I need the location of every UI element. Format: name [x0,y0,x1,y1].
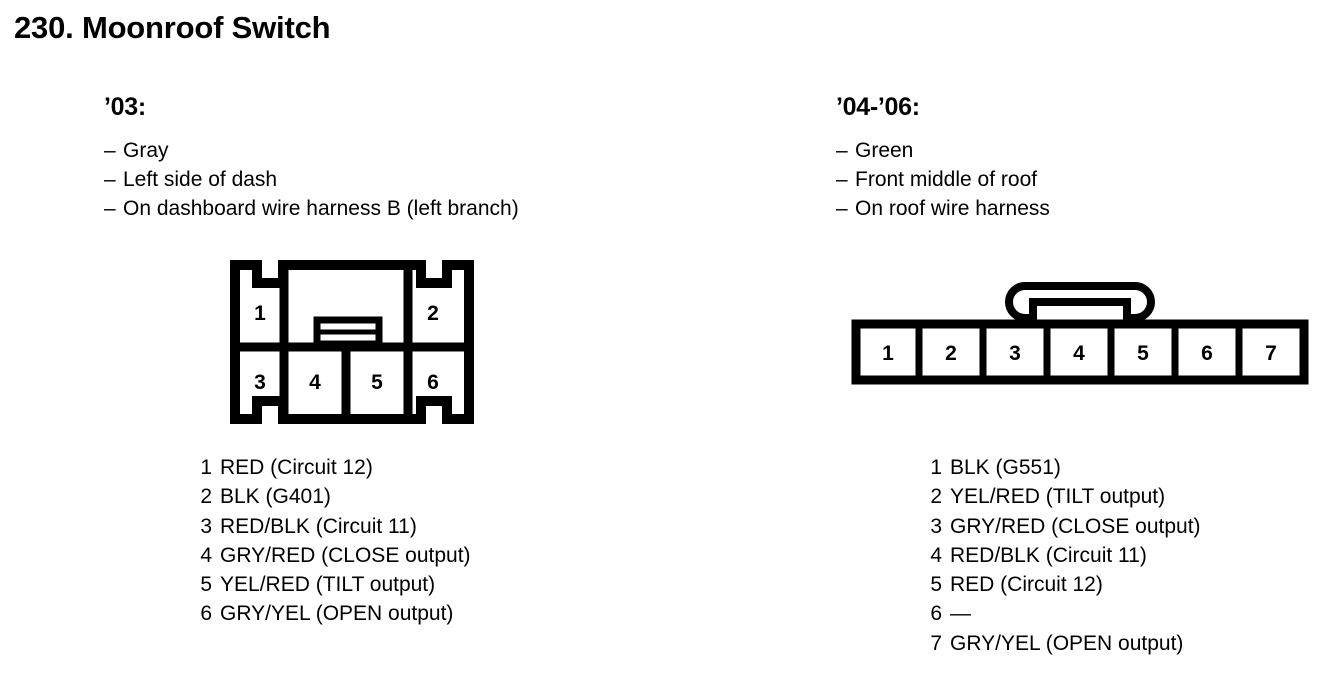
pin-cell-label-1: 1 [254,302,266,325]
pin-number: 1 [930,456,942,479]
pin-cell-label-3: 3 [254,371,266,394]
pin-number: 2 [930,485,942,509]
note-item: –Gray [104,136,519,165]
connector-7pin-svg: 1 2 3 4 5 6 7 [851,282,1309,385]
note-text: Front middle of roof [855,168,1038,191]
latch-tab-icon [1005,282,1155,322]
pin-description: GRY/YEL (OPEN output) [220,602,454,626]
pin-legend-row: 7 GRY/YEL (OPEN output) [928,629,1201,658]
note-text: Green [855,139,914,162]
note-text: Gray [123,139,169,162]
pin-number: 4 [930,543,942,567]
pin-legend-row: 2 BLK (G401) [198,482,471,511]
pin-description: GRY/RED (CLOSE output) [950,514,1201,538]
pin-description: RED/BLK (Circuit 11) [950,543,1147,567]
pin-description: GRY/YEL (OPEN output) [950,631,1184,655]
variant-heading-04-06: ’04-’06: [836,93,920,121]
connector-shell-border [851,319,1309,385]
page-title: 230. Moonroof Switch [14,10,331,45]
pin-legend-row: 4 GRY/RED (CLOSE output) [198,541,471,570]
connector-diagram-6pin: 1 2 3 4 5 6 [222,252,482,437]
pin-legend-row: 1 RED (Circuit 12) [198,453,471,482]
variant-notes-03: –Gray –Left side of dash –On dashboard w… [104,136,519,223]
pin-description: YEL/RED (TILT output) [220,573,436,597]
pin-cell-label-6: 6 [1201,342,1213,365]
pin-number: 3 [200,514,212,538]
pin-number: 6 [200,602,212,626]
pin-description: RED/BLK (Circuit 11) [220,514,417,538]
pin-legend-row: 5 YEL/RED (TILT output) [198,570,471,599]
pin-number: 2 [200,485,212,509]
pin-cell-label-5: 5 [1137,342,1149,365]
pin-number: 5 [930,573,942,597]
pin-number: 4 [200,543,212,567]
pin-description: BLK (G551) [950,456,1061,479]
pin-legend-row: 4 RED/BLK (Circuit 11) [928,541,1201,570]
pin-cell-label-6: 6 [427,371,439,394]
note-item: –On dashboard wire harness B (left branc… [104,194,519,223]
pin-cell-label-4: 4 [309,371,321,394]
pin-number: 3 [930,514,942,538]
note-item: –Left side of dash [104,165,519,194]
connector-diagram-7pin: 1 2 3 4 5 6 7 [850,272,1310,392]
pin-description: — [950,602,971,626]
note-dash-icon: – [836,168,848,191]
note-text: On roof wire harness [855,197,1050,220]
note-dash-icon: – [836,139,848,162]
note-item: –Green [836,136,1050,165]
connector-6pin-svg: 1 2 3 4 5 6 [230,260,474,424]
pin-cell-label-7: 7 [1265,342,1277,365]
note-item: –Front middle of roof [836,165,1050,194]
variant-heading-03: ’03: [104,93,146,121]
pin-legend-row: 5 RED (Circuit 12) [928,570,1201,599]
pin-number: 1 [200,456,212,479]
note-dash-icon: – [104,139,116,162]
pin-legend-row: 3 RED/BLK (Circuit 11) [198,512,471,541]
pin-cell-label-4: 4 [1073,342,1085,365]
pin-description: BLK (G401) [220,485,331,509]
pin-legend-row: 2 YEL/RED (TILT output) [928,482,1201,511]
pin-description: RED (Circuit 12) [950,573,1103,597]
pin-description: YEL/RED (TILT output) [950,485,1166,509]
note-dash-icon: – [836,197,848,220]
pin-legend-03: 1 RED (Circuit 12) 2 BLK (G401) 3 RED/BLK (… [198,453,471,629]
note-dash-icon: – [104,168,116,191]
pin-legend-row: 6 GRY/YEL (OPEN output) [198,599,471,628]
pin-cell-label-3: 3 [1009,342,1021,365]
pin-legend-row: 3 GRY/RED (CLOSE output) [928,512,1201,541]
note-text: On dashboard wire harness B (left branch… [123,197,519,220]
pin-number: 5 [200,573,212,597]
note-dash-icon: – [104,197,116,220]
pin-legend-row: 1 BLK (G551) [928,453,1201,482]
pin-number: 7 [930,631,942,655]
note-text: Left side of dash [123,168,278,191]
pin-cell-label-5: 5 [371,371,383,394]
pin-description: RED (Circuit 12) [220,456,373,479]
note-item: –On roof wire harness [836,194,1050,223]
pin-legend-row: 6— [928,599,1201,628]
pin-cell-label-1: 1 [882,342,894,365]
pin-cell-label-2: 2 [945,342,957,365]
pin-number: 6 [930,602,942,626]
pin-description: GRY/RED (CLOSE output) [220,543,471,567]
pin-cell-label-2: 2 [427,302,439,325]
variant-notes-04-06: –Green –Front middle of roof –On roof wi… [836,136,1050,223]
